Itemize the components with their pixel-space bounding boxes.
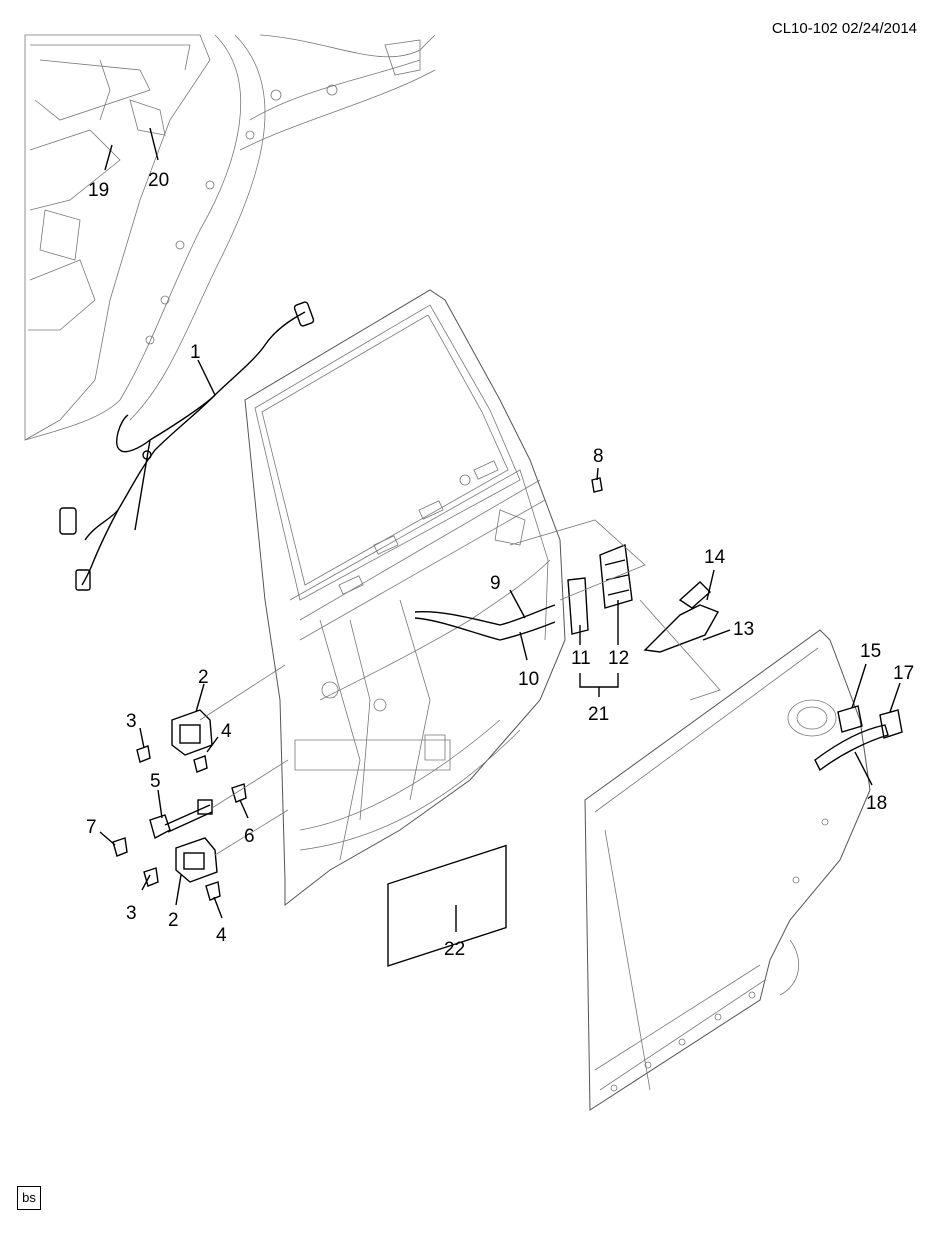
wiring-harness <box>59 301 315 591</box>
callout-2: 2 <box>198 667 209 688</box>
callout-18: 18 <box>866 793 887 814</box>
callout-14: 14 <box>704 547 726 568</box>
callout-10: 10 <box>518 669 539 690</box>
callout-1: 1 <box>190 342 201 363</box>
callout-5: 5 <box>150 771 161 792</box>
leader-lines <box>99 127 901 932</box>
hinges-and-fasteners <box>112 664 289 901</box>
corner-badge: bs <box>17 1186 41 1210</box>
callout-6: 6 <box>244 826 255 847</box>
callout-19: 19 <box>88 180 109 201</box>
body-side-aperture <box>24 34 436 441</box>
callout-7: 7 <box>86 817 97 838</box>
diagram-reference: CL10-102 02/24/2014 <box>771 20 917 37</box>
callout-4-lower: 4 <box>216 925 227 946</box>
callout-17: 17 <box>893 663 914 684</box>
callout-20: 20 <box>148 170 169 191</box>
callout-3-lower: 3 <box>126 903 137 924</box>
callout-22: 22 <box>444 939 465 960</box>
callout-numbers: 1 2 3 4 5 6 7 8 9 10 11 12 13 14 15 17 1… <box>86 170 914 960</box>
callout-12: 12 <box>608 648 629 669</box>
label-sticker <box>387 844 507 967</box>
callout-15: 15 <box>860 641 881 662</box>
callout-2-lower: 2 <box>168 910 179 931</box>
callout-21: 21 <box>588 704 609 725</box>
latch-and-handle-parts <box>414 477 903 772</box>
callout-8: 8 <box>593 446 604 467</box>
callout-3: 3 <box>126 711 137 732</box>
rear-door-frame <box>244 289 566 907</box>
outer-door-panel <box>584 629 871 1111</box>
callout-13: 13 <box>733 619 754 640</box>
callout-9: 9 <box>490 573 501 594</box>
callout-4: 4 <box>221 721 232 742</box>
callout-11: 11 <box>571 648 591 669</box>
